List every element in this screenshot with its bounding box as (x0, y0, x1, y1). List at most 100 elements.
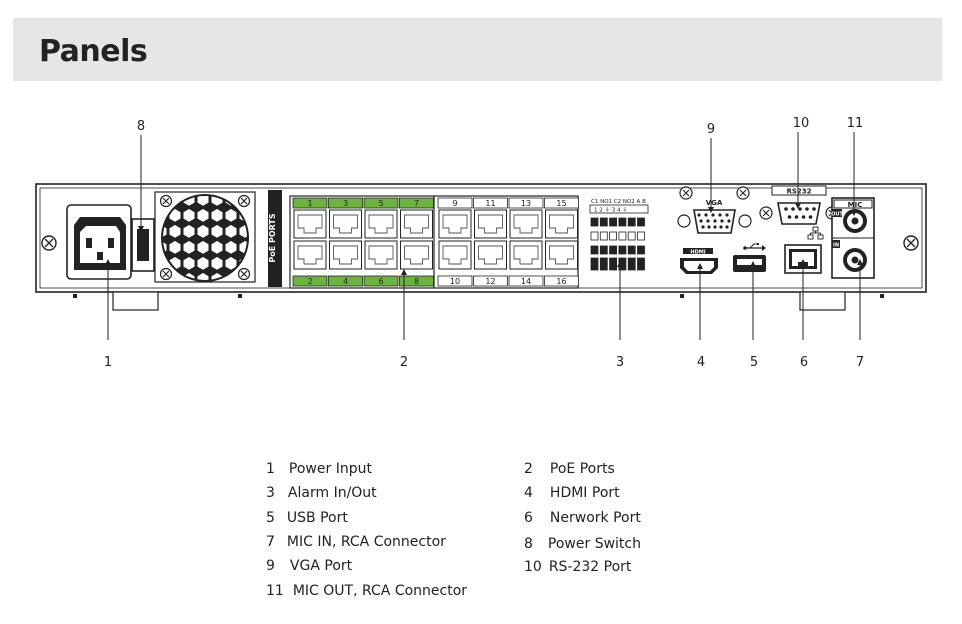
poe-ports-label: PoE PORTS (268, 213, 277, 263)
poe-number-cell (508, 197, 544, 209)
alarm-terminal (599, 231, 608, 241)
section-header: Panels (13, 18, 942, 81)
alarm-pin-label: 1 2 ⏚ 3 4 ⏚ (594, 207, 628, 214)
callout-8: 8 (137, 119, 145, 134)
callout-2: 2 (400, 355, 408, 370)
alarm-terminal (627, 245, 636, 255)
usb-icon (743, 243, 766, 251)
poe-number-cell (473, 275, 508, 287)
poe-number-cell (399, 197, 434, 209)
alarm-terminal (599, 245, 608, 255)
mic-out-rca-connector (843, 209, 867, 233)
power-input-socket (66, 204, 132, 280)
callout-9: 9 (707, 122, 715, 137)
poe-number-cell (437, 197, 473, 209)
poe-port-number: 12 (485, 277, 495, 286)
poe-number-cell (544, 275, 579, 287)
callout-leaders (105, 132, 863, 340)
rs232-label: RS232 (786, 188, 811, 196)
alarm-terminal (637, 217, 645, 227)
page-title: Panels (39, 34, 148, 69)
usb-port (733, 243, 766, 272)
poe-port-number: 15 (556, 199, 566, 208)
mic-out-label: OUT (831, 212, 843, 218)
poe-port-number: 9 (452, 199, 457, 208)
alarm-terminal (590, 257, 599, 271)
mic-block: MIC OUT IN (831, 197, 875, 279)
poe-number-cell (292, 275, 328, 287)
poe-port-number: 8 (414, 277, 419, 286)
callout-6: 6 (800, 355, 808, 370)
hdmi-label: HDMI (690, 249, 705, 255)
fan-grille-icon (154, 191, 256, 283)
alarm-terminal (599, 217, 608, 227)
poe-number-cell (508, 275, 544, 287)
poe-number-cell (328, 275, 363, 287)
callout-10: 10 (793, 116, 810, 131)
mic-label: MIC (848, 201, 863, 209)
vga-port: VGA (677, 186, 752, 234)
poe-port-number: 7 (414, 199, 419, 208)
alarm-terminal (609, 257, 617, 271)
poe-port-number: 14 (521, 277, 531, 286)
alarm-header-label: C1 NO1 C2 NO2 A B (591, 199, 646, 205)
vga-label: VGA (706, 199, 723, 207)
poe-port-number: 3 (343, 199, 348, 208)
poe-port-number: 6 (378, 277, 383, 286)
callout-11: 11 (847, 116, 864, 131)
poe-port-number: 16 (556, 277, 566, 286)
poe-port-number: 4 (343, 277, 348, 286)
alarm-terminal (618, 231, 627, 241)
poe-number-cell (544, 197, 579, 209)
left-mount-screw-icon (41, 235, 57, 251)
alarm-terminal (609, 231, 617, 241)
alarm-terminal (637, 257, 645, 271)
alarm-terminal (627, 231, 636, 241)
alarm-terminal (599, 257, 608, 271)
alarm-terminal (590, 217, 599, 227)
callout-7: 7 (856, 355, 864, 370)
alarm-terminal (618, 217, 627, 227)
poe-port-number: 1 (307, 199, 312, 208)
alarm-terminal (609, 217, 617, 227)
alarm-terminal (609, 245, 617, 255)
poe-number-cell (328, 197, 363, 209)
poe-number-cell (437, 275, 473, 287)
poe-number-cell (292, 197, 328, 209)
poe-number-cell (363, 275, 399, 287)
alarm-terminal (618, 245, 627, 255)
right-mount-screw-icon (903, 235, 919, 251)
alarm-terminal (590, 231, 599, 241)
callout-3: 3 (616, 355, 624, 370)
poe-number-cell (399, 275, 434, 287)
callout-5: 5 (750, 355, 758, 370)
network-icon (807, 226, 824, 240)
poe-port-number: 5 (378, 199, 383, 208)
alarm-terminal (637, 231, 645, 241)
callout-4: 4 (697, 355, 705, 370)
poe-port-number: 13 (521, 199, 531, 208)
poe-port-number: 11 (485, 199, 495, 208)
alarm-terminal (637, 245, 645, 255)
alarm-terminal (590, 245, 599, 255)
mic-in-label: IN (833, 243, 839, 249)
poe-number-cell (363, 197, 399, 209)
power-switch (131, 218, 155, 272)
poe-label-bar: PoE PORTS (268, 190, 282, 287)
rs232-port: RS232 (759, 185, 839, 225)
callout-numbers: 8 9 10 11 1 2 3 4 5 6 7 (104, 116, 864, 370)
alarm-terminal (627, 257, 636, 271)
